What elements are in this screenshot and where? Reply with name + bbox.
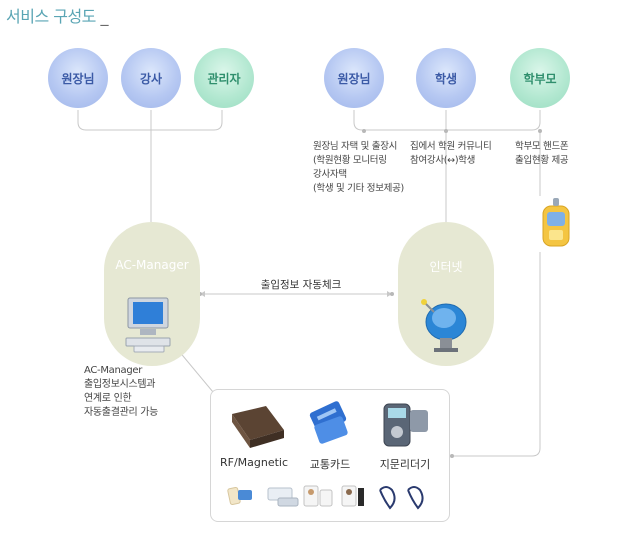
diagonal-line — [177, 349, 219, 399]
node-label: 학생 — [434, 71, 458, 86]
ac-manager-label: AC-Manager — [115, 258, 189, 272]
right-bracket-line — [353, 110, 541, 131]
node-label: 원장님 — [337, 71, 371, 86]
dot — [538, 129, 542, 133]
note-student: 집에서 학원 커뮤니티 참여강사(↔)학생 — [410, 140, 492, 168]
note-line: 원장님 자택 및 출장시 — [313, 141, 398, 152]
link-arrow-right — [387, 291, 392, 297]
note-line: 참여강사(↔)학생 — [410, 155, 476, 166]
link-arrow-left — [200, 291, 205, 297]
dot — [390, 292, 394, 296]
internet-pill — [398, 222, 494, 366]
node-director-right: 원장님 — [324, 48, 384, 108]
note-line: AC-Manager — [84, 365, 143, 376]
parent-line — [452, 252, 541, 457]
node-admin: 관리자 — [194, 48, 254, 108]
node-student: 학생 — [416, 48, 476, 108]
note-line: 집에서 학원 커뮤니티 — [410, 141, 492, 152]
note-line: 자동출결관리 가능 — [84, 407, 159, 418]
node-label: 강사 — [139, 71, 163, 86]
note-director: 원장님 자택 및 출장시 (학원현황 모니터링 강사자택 (학생 및 기타 정보… — [313, 140, 404, 196]
note-line: (학생 및 기타 정보제공) — [313, 183, 404, 194]
note-line: (학원현황 모니터링 — [313, 155, 387, 166]
node-label: 원장님 — [61, 71, 95, 86]
device-caption-transit-card: 교통카드 — [309, 458, 351, 471]
note-ac-manager: AC-Manager 출입정보시스템과 연계로 인한 자동출결관리 가능 — [84, 364, 158, 420]
note-parent: 학부모 핸드폰 출입현황 제공 — [515, 140, 569, 168]
page-title-text: 서비스 구성도 — [6, 7, 96, 26]
note-line: 강사자택 — [313, 169, 347, 180]
note-line: 출입정보시스템과 — [84, 379, 156, 390]
node-label: 학부모 — [523, 71, 557, 86]
dot — [450, 454, 454, 458]
page-title: 서비스 구성도 _ — [6, 3, 108, 27]
dot — [362, 129, 366, 133]
device-caption-fingerprint: 지문리더기 — [379, 458, 431, 471]
dot — [444, 129, 448, 133]
internet-label: 인터넷 — [429, 260, 463, 274]
note-line: 출입현황 제공 — [515, 155, 569, 166]
left-bracket-line — [77, 110, 223, 131]
note-line: 연계로 인한 — [84, 393, 132, 404]
node-parent: 학부모 — [510, 48, 570, 108]
note-line: 학부모 핸드폰 — [515, 141, 569, 152]
title-suffix: _ — [100, 7, 109, 26]
link-label: 출입정보 자동체크 — [260, 279, 342, 291]
node-director-left: 원장님 — [48, 48, 108, 108]
node-instructor: 강사 — [121, 48, 181, 108]
node-label: 관리자 — [207, 71, 241, 86]
device-caption-rf: RF/Magnetic — [219, 456, 289, 469]
ac-manager-pill — [104, 222, 200, 366]
